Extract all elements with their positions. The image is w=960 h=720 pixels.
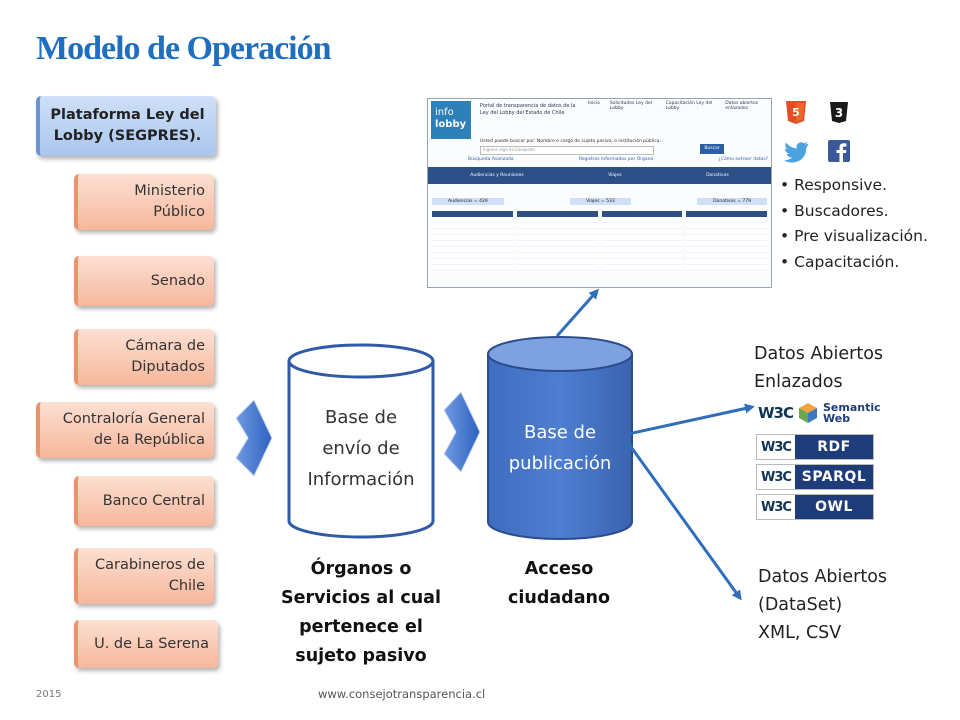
w3c-sparql-badge: W3C SPARQL <box>756 464 874 490</box>
org-label: Cámara de Diputados <box>125 338 205 375</box>
w3c-text: W3C <box>757 465 795 489</box>
logo-text-top: info <box>435 107 454 118</box>
cylinder-envio-label: Base de envío de Información <box>307 407 415 490</box>
feature-item: Buscadores. <box>780 199 928 225</box>
feature-list: Responsive. Buscadores. Pre visualizació… <box>780 173 928 275</box>
cylinder-publicacion-label: Base de publicación <box>508 422 612 474</box>
org-box-senado: Senado <box>74 256 214 306</box>
org-box-contraloria: Contraloría General de la República <box>36 402 214 458</box>
portal-tab[interactable]: Viajes <box>608 173 622 178</box>
org-box-camara-diputados: Cámara de Diputados <box>74 329 214 385</box>
org-label: U. de La Serena <box>94 635 209 652</box>
portal-link[interactable]: ¿Cómo extraer datos? <box>718 157 768 162</box>
feature-item: Pre visualización. <box>780 224 928 250</box>
org-label: Senado <box>150 272 205 289</box>
w3c-semantic-web-logo: W3C Semantic Web <box>758 399 881 427</box>
portal-search-hint: Usted puede buscar por: Nombre o cargo d… <box>480 139 661 144</box>
nav-item[interactable]: Inicio <box>588 101 600 106</box>
org-label: Banco Central <box>102 492 205 509</box>
rdf-label: RDF <box>795 435 873 459</box>
semantic-web-cube-icon <box>799 403 817 423</box>
footer-year: 2015 <box>36 689 62 700</box>
caption-organos: Órganos o Servicios al cual pertenece el… <box>281 559 441 666</box>
portal-nav: Inicio Solicitudes Ley del Lobby Capacit… <box>588 101 771 111</box>
nav-item[interactable]: Solicitudes Ley del Lobby <box>609 101 652 111</box>
org-box-plataforma-lobby: Plataforma Ley del Lobby (SEGPRES). <box>36 96 216 156</box>
semantic-web-text: Semantic Web <box>823 401 881 425</box>
twitter-icon <box>783 139 809 165</box>
portal-table <box>686 211 767 273</box>
org-label: Contraloría General de la República <box>62 411 205 448</box>
w3c-rdf-badge: W3C RDF <box>756 434 874 460</box>
org-box-ministerio-publico: Ministerio Público <box>74 174 214 230</box>
owl-label: OWL <box>795 495 873 519</box>
html5-icon: 5 <box>783 99 809 125</box>
logo-text-bottom: lobby <box>435 119 467 130</box>
portal-title: Portal de transparencia de datos de la L… <box>480 103 576 116</box>
infolobby-portal-screenshot: info lobby Portal de transparencia de da… <box>427 98 772 288</box>
dataset-label: Datos Abiertos (DataSet) XML, CSV <box>758 567 888 643</box>
caption-acceso-ciudadano: Acceso ciudadano <box>508 559 610 608</box>
portal-counts: Audiencias = 429 Viajes = 533 Donativos … <box>432 198 767 205</box>
portal-table <box>601 211 683 273</box>
connector-to-dataset <box>624 439 742 601</box>
nav-item[interactable]: Capacitación Ley del Lobby <box>665 101 713 111</box>
portal-tables <box>432 211 767 273</box>
css3-icon: 3 <box>826 99 852 125</box>
portal-link[interactable]: Registros Informados por Órgano <box>578 157 654 162</box>
w3c-owl-badge: W3C OWL <box>756 494 874 520</box>
org-box-banco-central: Banco Central <box>74 476 214 526</box>
w3c-text: W3C <box>758 404 794 422</box>
svg-text:5: 5 <box>792 106 800 119</box>
w3c-text: W3C <box>757 435 795 459</box>
portal-search-button[interactable]: Buscar <box>700 144 724 154</box>
org-box-u-la-serena: U. de La Serena <box>74 620 218 668</box>
connector-to-portal <box>555 288 599 337</box>
count-badge: Donativos = 779 <box>697 198 767 205</box>
portal-table <box>516 211 598 273</box>
flow-arrow-base-to-publicacion <box>443 391 481 473</box>
portal-tab-bar: Audiencias y Reuniones Viajes Donativos <box>428 167 771 184</box>
portal-tab[interactable]: Donativos <box>706 173 729 178</box>
portal-tab[interactable]: Audiencias y Reuniones <box>470 173 524 178</box>
database-cylinder-publicacion <box>487 336 633 540</box>
count-badge: Audiencias = 429 <box>432 198 504 205</box>
facebook-icon <box>828 140 850 162</box>
count-badge: Viajes = 533 <box>570 198 631 205</box>
page-title: Modelo de Operación <box>36 30 332 67</box>
footer-url: www.consejotransparencia.cl <box>318 687 486 701</box>
org-label: Ministerio Público <box>134 183 205 220</box>
feature-item: Capacitación. <box>780 250 928 276</box>
svg-text:3: 3 <box>835 106 843 120</box>
w3c-text: W3C <box>757 495 795 519</box>
org-box-carabineros: Carabineros de Chile <box>74 548 214 604</box>
connector-to-linked-data <box>627 403 755 436</box>
org-label: Plataforma Ley del Lobby (SEGPRES). <box>50 107 205 144</box>
sparql-label: SPARQL <box>795 465 873 489</box>
portal-table <box>432 211 513 273</box>
org-label: Carabineros de Chile <box>94 557 205 594</box>
nav-item[interactable]: Datos abiertos enlazados <box>725 101 759 111</box>
linked-data-label: Datos Abiertos Enlazados <box>754 344 884 392</box>
portal-search-input[interactable]: Ingrese algo de búsqueda <box>480 146 654 155</box>
portal-links: Búsqueda Avanzada Registros Informados p… <box>468 157 768 162</box>
portal-link[interactable]: Búsqueda Avanzada <box>468 157 514 162</box>
infolobby-logo: info lobby <box>431 101 471 139</box>
feature-item: Responsive. <box>780 173 928 199</box>
database-cylinder-envio <box>287 343 435 539</box>
flow-arrow-orgs-to-base <box>235 399 273 477</box>
